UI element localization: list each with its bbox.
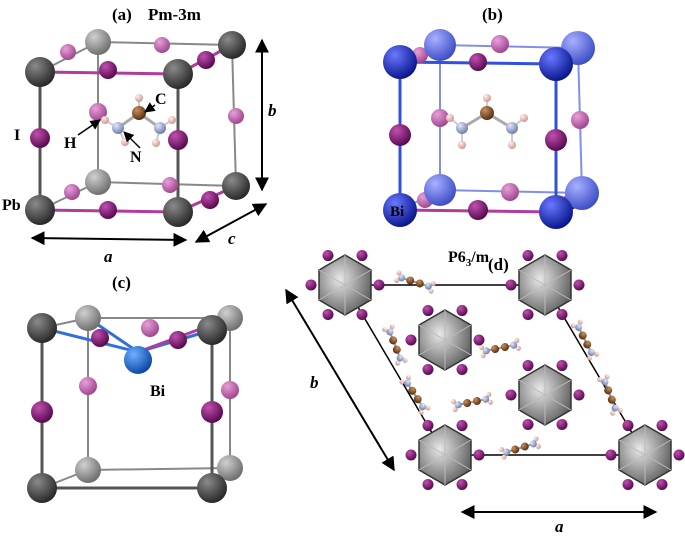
panel-a-iodine-atoms — [30, 37, 244, 219]
panel-d-octahedra — [305, 250, 685, 490]
panel-b-bismuth-label: Bi — [390, 204, 404, 220]
panel-b: (b) — [383, 5, 599, 229]
panel-d-axis-a-label: a — [555, 517, 564, 536]
panel-a-lead-atoms — [25, 29, 250, 227]
octahedron-cluster — [405, 305, 485, 375]
panel-d: P63/m (d) b a — [285, 249, 685, 536]
panel-d-sg-main: P6 — [448, 249, 466, 266]
formamidinium-molecule — [570, 319, 600, 361]
formamidinium-molecule — [394, 270, 436, 294]
panel-c-front-bonds — [40, 316, 232, 490]
panel-d-molecules — [382, 270, 623, 460]
panel-a: (a) Pm-3m — [2, 5, 277, 266]
panel-a-label: (a) — [112, 5, 132, 24]
panel-a-space-group: Pm-3m — [148, 5, 201, 24]
octahedron-cluster — [405, 420, 485, 490]
panel-d-space-group: P63/m — [448, 249, 490, 269]
panel-c-iodine-atoms — [31, 319, 239, 423]
panel-b-bismuth-atoms — [383, 29, 599, 229]
panel-a-formamidinium — [101, 94, 176, 147]
octahedron-cluster — [605, 420, 685, 490]
formamidinium-molecule — [597, 374, 623, 416]
panel-c-lead-atoms — [27, 305, 243, 503]
panel-d-axis-b-label: b — [310, 373, 319, 392]
panel-c-bismuth-atom — [124, 346, 152, 374]
panel-a-axis-c — [194, 203, 268, 243]
panel-a-lead-label: Pb — [2, 197, 21, 214]
octahedron-cluster — [505, 250, 585, 320]
panel-c-back-bonds — [41, 317, 231, 489]
formamidinium-molecule — [499, 436, 541, 460]
panel-d-sg-sub: 3 — [466, 257, 472, 269]
panel-a-axis-a — [30, 231, 188, 247]
panel-b-formamidinium — [446, 94, 528, 149]
panel-d-cell — [344, 284, 646, 456]
panel-a-carbon-label: C — [155, 91, 167, 108]
panel-a-iodine-label: I — [14, 127, 20, 144]
panel-c-bismuth-label: Bi — [150, 383, 166, 400]
panel-c: (c) — [27, 273, 243, 503]
formamidinium-molecule — [382, 324, 408, 366]
formamidinium-molecule — [479, 338, 521, 358]
panel-d-sg-tail: /m — [470, 249, 489, 266]
panel-a-nitrogen-label: N — [130, 149, 142, 166]
panel-d-axis-b — [285, 288, 395, 472]
panel-a-axis-c-label: c — [228, 229, 236, 248]
panel-b-label: (b) — [482, 5, 503, 24]
panel-d-label: (d) — [488, 255, 509, 274]
panel-a-hydrogen-label: H — [64, 135, 77, 152]
panel-a-axis-a-label: a — [104, 247, 113, 266]
panel-a-axis-b-label: b — [268, 101, 277, 120]
formamidinium-molecule — [399, 375, 431, 415]
panel-c-label: (c) — [112, 273, 131, 292]
formamidinium-molecule — [451, 392, 493, 412]
octahedron-cluster — [505, 360, 585, 430]
